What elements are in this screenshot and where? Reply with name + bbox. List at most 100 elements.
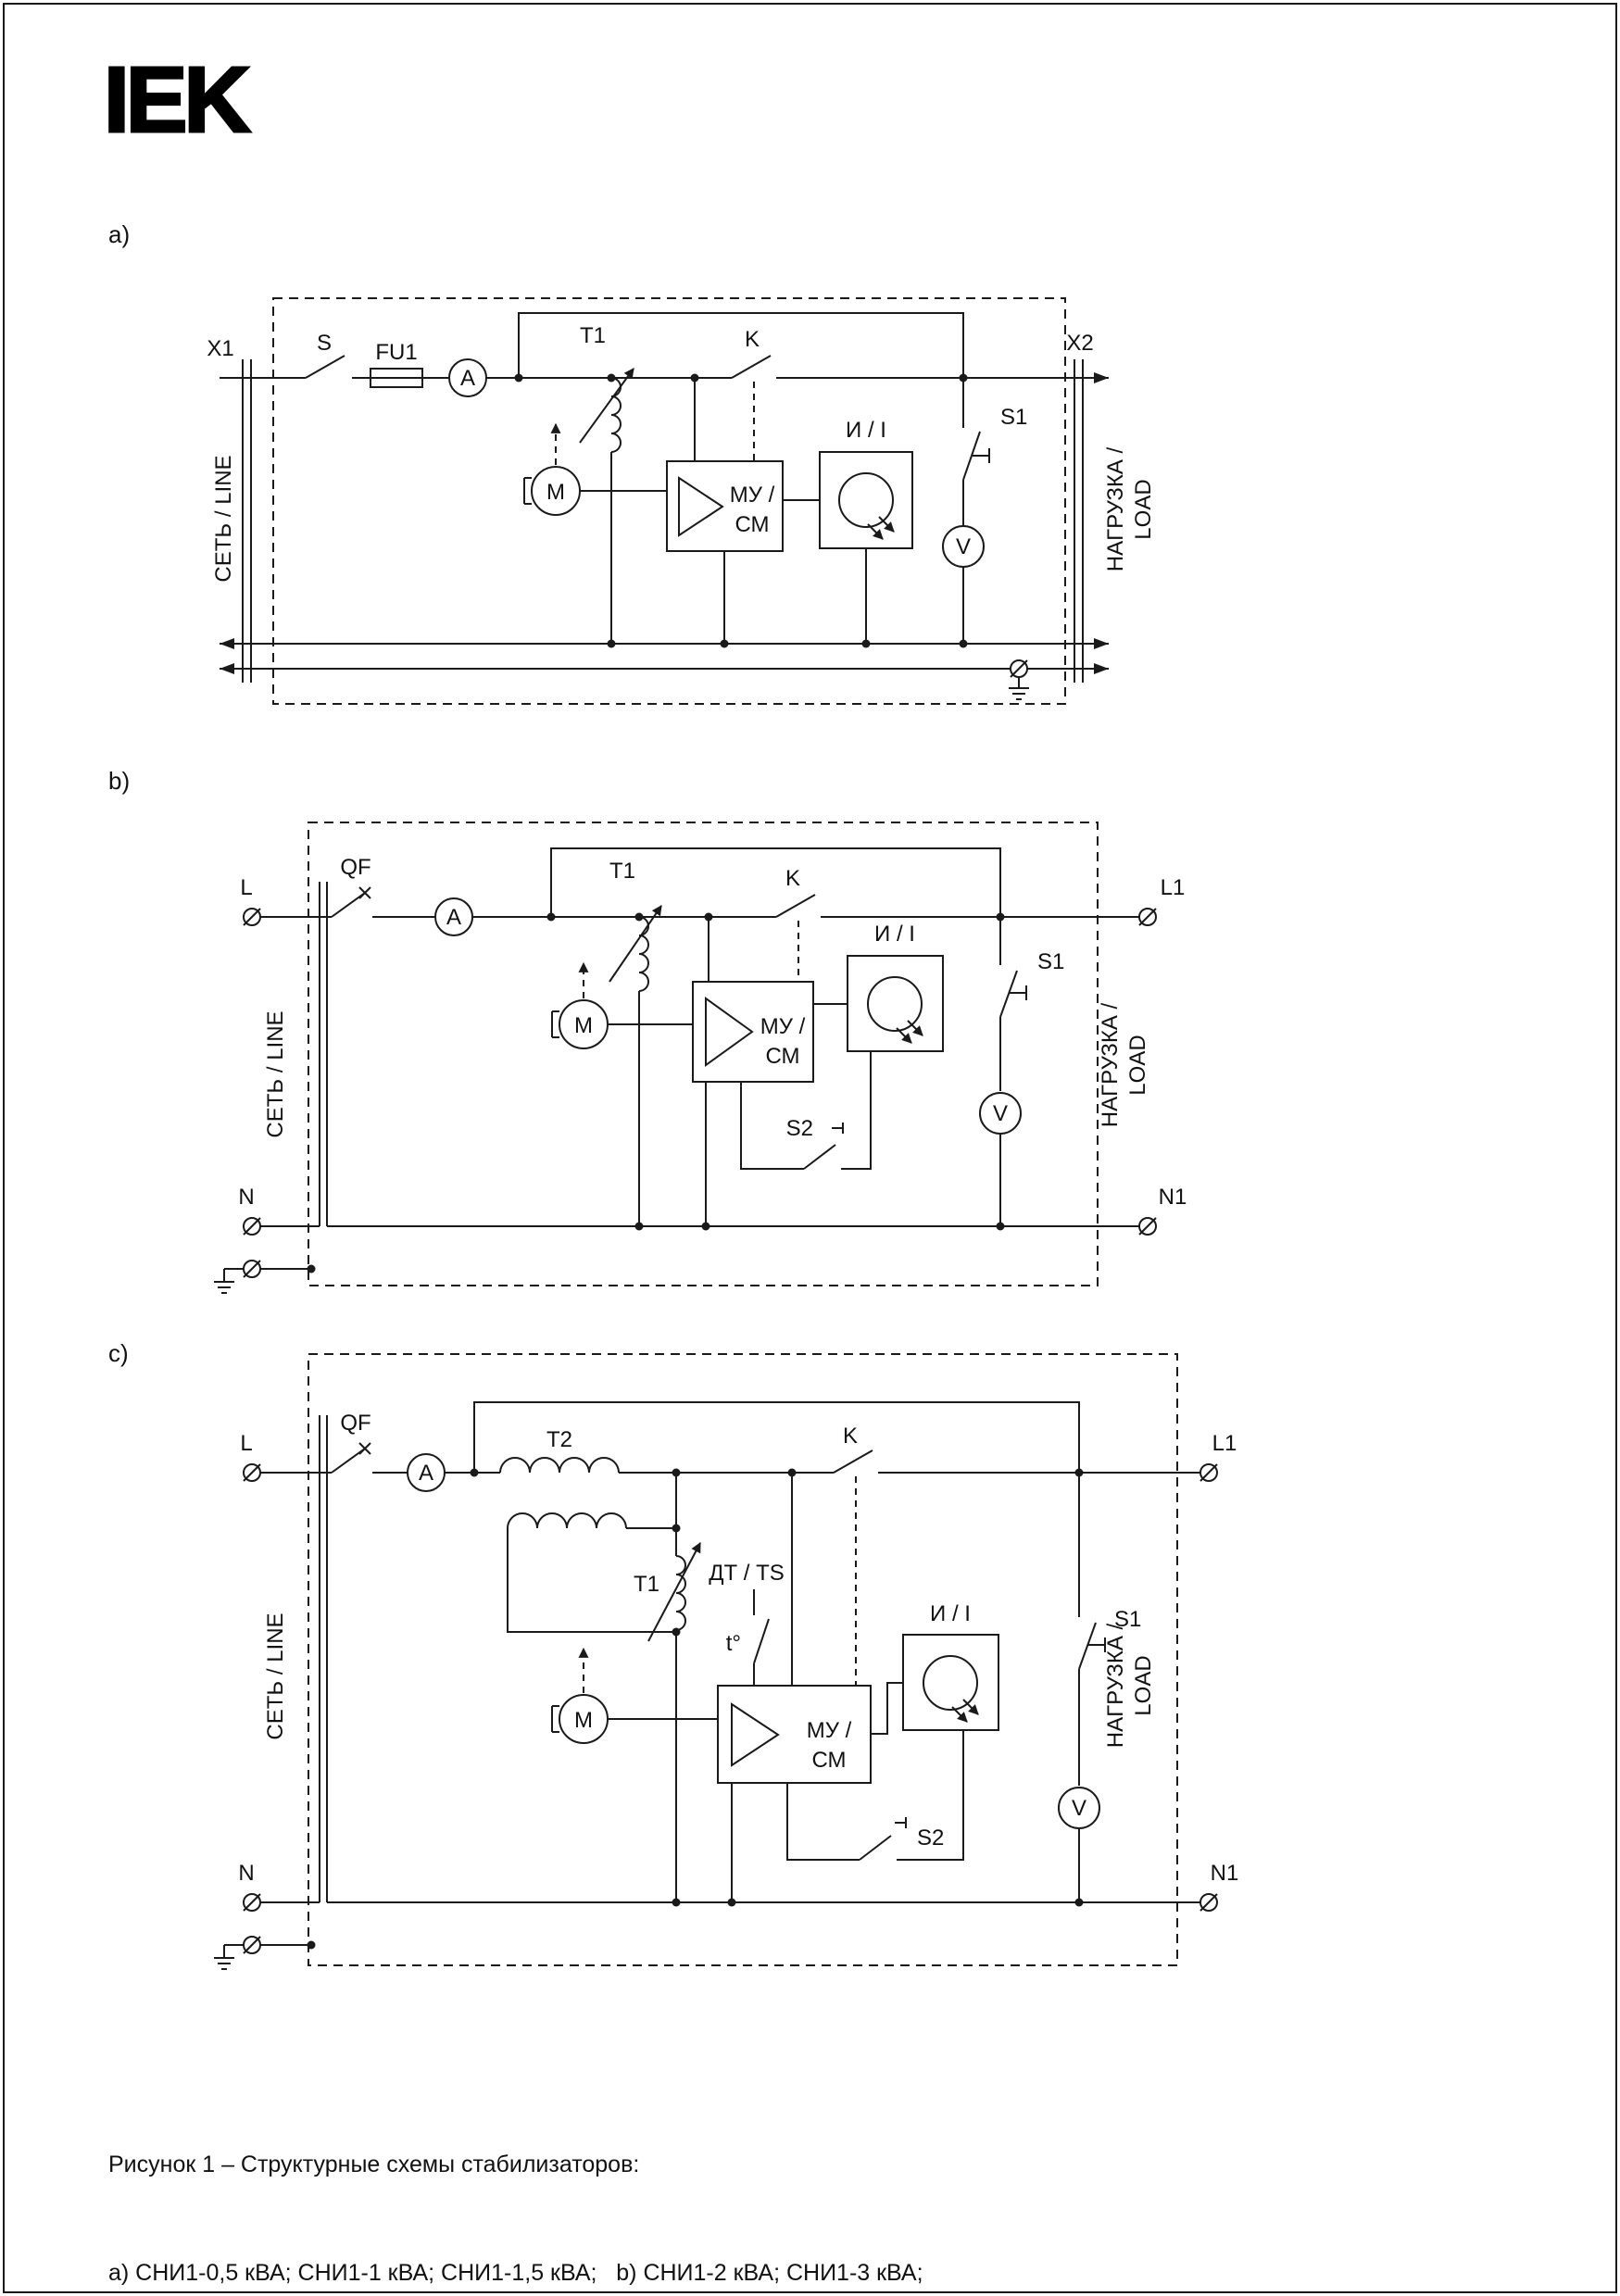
k-label: K xyxy=(785,866,800,891)
indicator-block-a: И / I xyxy=(819,418,913,549)
control-dashed-lines-a xyxy=(550,382,755,465)
x1-label: X1 xyxy=(207,336,233,361)
load-side-label-c-2: LOAD xyxy=(1131,1655,1156,1715)
line-side-label-b: СЕТЬ / LINE xyxy=(263,1010,288,1137)
control-block-label-2: СМ xyxy=(735,512,769,537)
breaker-qf-b: QF xyxy=(340,855,370,880)
load-side-label-b-1: НАГРУЗКА / xyxy=(1098,1002,1123,1127)
l1-label: L1 xyxy=(1161,875,1186,900)
s1-label: S1 xyxy=(1037,949,1064,974)
s1-label: S1 xyxy=(1000,405,1027,430)
motor-letter: М xyxy=(574,1013,593,1038)
control-block-label-2: СМ xyxy=(811,1748,846,1773)
motor-c: М xyxy=(551,1694,609,1744)
voltmeter-letter: V xyxy=(993,1101,1008,1126)
ground-a xyxy=(1009,659,1029,700)
n-label: N xyxy=(238,1861,254,1886)
voltmeter-a: V xyxy=(942,525,985,568)
diagram-a-tag: a) xyxy=(108,220,130,248)
l-label: L xyxy=(240,1431,252,1456)
transformer-t1-c: T1 xyxy=(634,1542,701,1642)
motor-letter: М xyxy=(546,480,565,505)
load-side-label-c-1: НАГРУЗКА / xyxy=(1103,1623,1128,1748)
diagram-a: a) xyxy=(108,220,1156,705)
load-side-label-a-1: НАГРУЗКА / xyxy=(1103,446,1128,571)
control-block-a: МУ / СМ xyxy=(666,460,784,552)
terminals-c: L N L1 N1 xyxy=(238,1431,1239,1954)
ammeter-b: A xyxy=(434,897,473,936)
motor-b: М xyxy=(551,999,609,1049)
control-block-label-1: МУ / xyxy=(807,1718,852,1743)
contact-k-b: K xyxy=(785,866,800,891)
motor-letter: М xyxy=(574,1708,593,1733)
line-arrows-a xyxy=(220,372,1109,674)
control-dashed-lines-c xyxy=(578,1476,857,1693)
s1-label: S1 xyxy=(1114,1607,1141,1632)
indicator-block-c: И / I xyxy=(902,1601,999,1731)
n1-label: N1 xyxy=(1159,1185,1187,1210)
contact-k-a: K xyxy=(745,327,760,352)
l-label: L xyxy=(240,875,252,900)
control-block-c: МУ / СМ xyxy=(717,1685,872,1784)
switch-s1-c: S1 xyxy=(1114,1607,1141,1632)
s2-label: S2 xyxy=(786,1116,813,1141)
l1-label: L1 xyxy=(1212,1431,1237,1456)
ammeter-letter: A xyxy=(419,1461,433,1486)
ammeter-letter: A xyxy=(446,905,461,930)
switch-s2-b: S2 xyxy=(786,1116,813,1141)
caption-row-ab: a) СНИ1-0,5 кВА; СНИ1-1 кВА; СНИ1-1,5 кВ… xyxy=(108,2260,923,2286)
line-side-label-a: СЕТЬ / LINE xyxy=(211,455,236,582)
figure-caption: Рисунок 1 – Структурные схемы стабилизат… xyxy=(108,2075,1032,2296)
diagram-b-tag: b) xyxy=(108,767,130,795)
terminals-b: L N L1 N1 xyxy=(238,875,1187,1278)
control-block-label-2: СМ xyxy=(765,1044,799,1069)
t2-label: T2 xyxy=(546,1427,572,1452)
control-block-label-1: МУ / xyxy=(730,483,775,508)
load-side-label-a-2: LOAD xyxy=(1131,479,1156,539)
n1-label: N1 xyxy=(1211,1861,1239,1886)
ammeter-c: A xyxy=(407,1453,446,1492)
qf-label: QF xyxy=(340,1411,370,1436)
s-label: S xyxy=(317,331,332,356)
t1-label: T1 xyxy=(580,323,606,348)
n-label: N xyxy=(238,1185,254,1210)
contact-k-c: K xyxy=(843,1424,858,1449)
load-side-label-b-2: LOAD xyxy=(1125,1035,1150,1095)
voltmeter-letter: V xyxy=(1072,1796,1086,1821)
junction-dots-b xyxy=(307,912,1005,1273)
terminal-x2-a: X2 xyxy=(1066,331,1094,683)
indicator-label: И / I xyxy=(930,1601,971,1626)
qf-label: QF xyxy=(340,855,370,880)
transformer-t1-b: T1 xyxy=(609,859,662,992)
line-side-label-c: СЕТЬ / LINE xyxy=(263,1612,288,1739)
t1-label: T1 xyxy=(609,859,635,884)
wires-c xyxy=(214,1401,1200,1970)
indicator-block-b: И / I xyxy=(847,922,944,1052)
s2-label: S2 xyxy=(917,1826,944,1851)
voltmeter-c: V xyxy=(1058,1787,1100,1829)
enclosure-box-c xyxy=(308,1353,1178,1966)
control-block-label-1: МУ / xyxy=(760,1014,806,1039)
thermal-sensor-c: ДТ / TS t° xyxy=(709,1561,785,1656)
breaker-qf-c: QF xyxy=(340,1411,370,1436)
x2-label: X2 xyxy=(1066,331,1093,356)
k-label: K xyxy=(745,327,760,352)
transformer-t1-a: T1 xyxy=(579,323,634,453)
transformer-t2-c: T2 xyxy=(499,1427,627,1529)
enclosure-box-a xyxy=(272,297,1066,705)
diagram-c: c) xyxy=(108,1339,1239,1970)
t1-label: T1 xyxy=(634,1572,659,1597)
indicator-label: И / I xyxy=(874,922,915,947)
indicator-label: И / I xyxy=(846,418,886,443)
junction-dots-a xyxy=(514,373,968,648)
switch-s-a: S xyxy=(317,331,332,356)
ammeter-a: A xyxy=(448,358,487,397)
voltmeter-b: V xyxy=(979,1092,1022,1135)
switch-s2-c: S2 xyxy=(917,1826,944,1851)
fuse-fu1-a: FU1 xyxy=(370,340,423,388)
dt-ts-label: ДТ / TS xyxy=(709,1561,785,1586)
motor-a: М xyxy=(523,466,581,516)
caption-title: Рисунок 1 – Структурные схемы стабилизат… xyxy=(108,2152,640,2177)
